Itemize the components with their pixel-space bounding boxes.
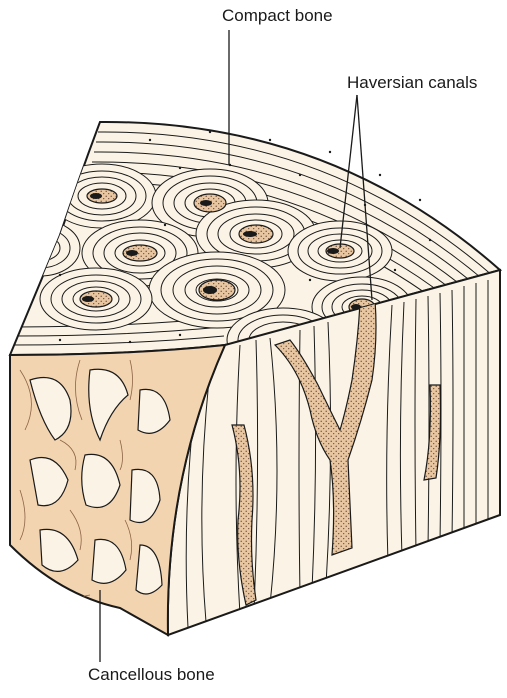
haversian-canals-label: Haversian canals: [347, 73, 477, 93]
cancellous-bone-label: Cancellous bone: [88, 665, 215, 685]
compact-bone-label: Compact bone: [222, 6, 333, 26]
